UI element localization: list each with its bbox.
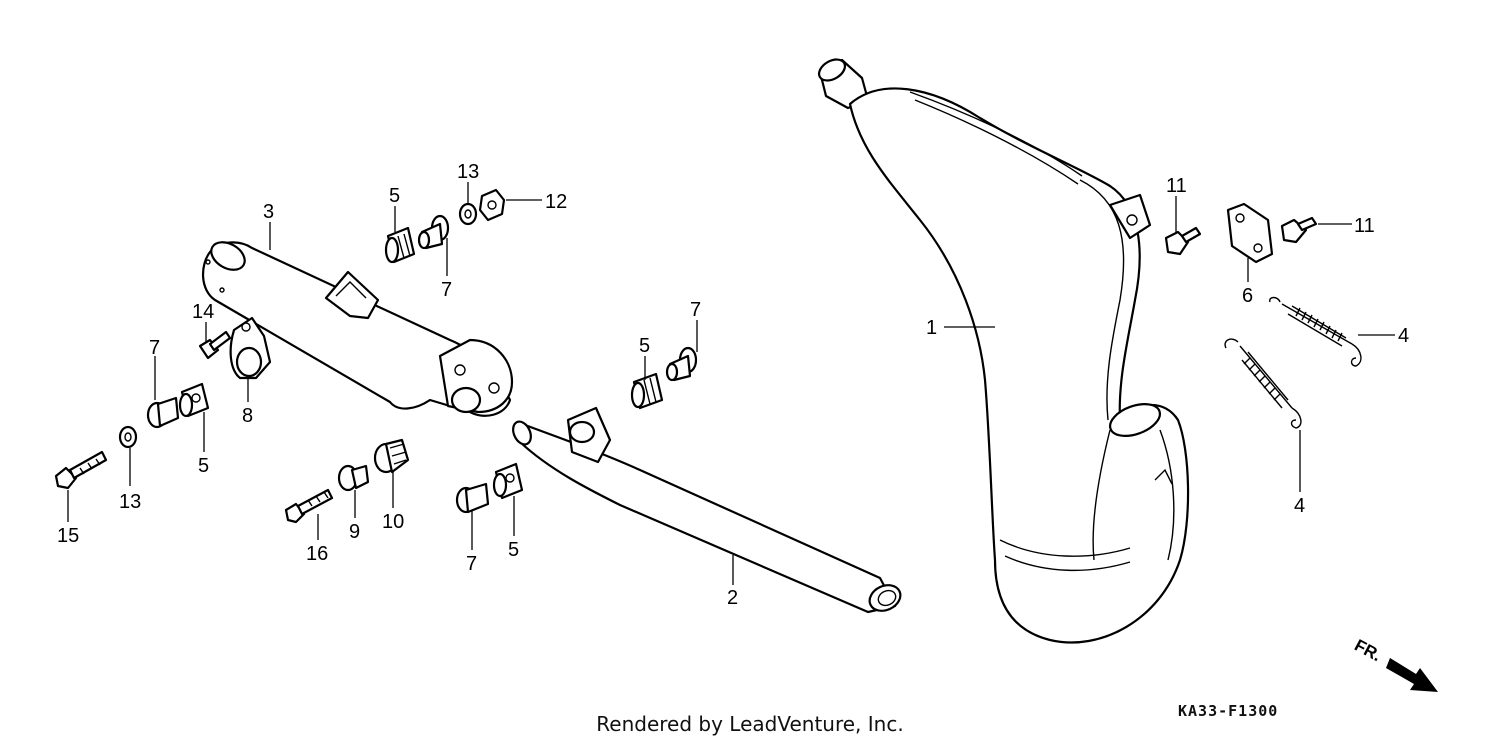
bracket-part[interactable] <box>229 316 272 380</box>
callout-5: 5 <box>389 185 400 207</box>
collar-part[interactable] <box>455 482 490 514</box>
grommet-part[interactable] <box>384 226 416 264</box>
callout-13: 13 <box>119 491 141 513</box>
callout-11: 11 <box>1166 175 1187 197</box>
callout-7: 7 <box>690 299 701 321</box>
callout-10: 10 <box>382 511 404 533</box>
callout-6: 6 <box>1242 285 1253 307</box>
front-direction-indicator: FR. <box>1351 632 1442 702</box>
leader-lines <box>67 182 1395 585</box>
callout-15: 15 <box>57 525 79 547</box>
callout-7: 7 <box>149 337 160 359</box>
callout-13: 13 <box>457 161 479 183</box>
expansion-chamber-part[interactable] <box>815 55 1190 644</box>
bolt-part[interactable] <box>54 450 108 490</box>
washer-part[interactable] <box>118 425 138 449</box>
callout-4: 4 <box>1294 495 1305 517</box>
callout-16: 16 <box>306 543 328 565</box>
collar-part[interactable] <box>417 214 450 250</box>
grommet-part[interactable] <box>630 372 664 410</box>
callout-3: 3 <box>263 201 274 223</box>
washer-part[interactable] <box>458 202 478 226</box>
callout-7: 7 <box>441 279 452 301</box>
grommet-part[interactable] <box>492 462 524 500</box>
grommet-part[interactable] <box>178 382 210 418</box>
bolt-part[interactable] <box>284 488 334 524</box>
diagram-code: KA33-F1300 <box>1178 702 1279 720</box>
callout-5: 5 <box>508 539 519 561</box>
callout-5: 5 <box>639 335 650 357</box>
grommet-part[interactable] <box>373 438 410 474</box>
mounting-plate-part[interactable] <box>1226 202 1274 264</box>
bolt-part[interactable] <box>198 330 232 360</box>
callout-11: 11 <box>1354 215 1375 237</box>
callout-7: 7 <box>466 553 477 575</box>
exhaust-pipe-part[interactable] <box>510 406 905 616</box>
front-arrow-icon <box>1386 658 1438 692</box>
direction-label: FR. <box>1352 636 1385 666</box>
spring-part[interactable] <box>1224 338 1302 429</box>
callout-4: 4 <box>1398 325 1409 347</box>
callout-2: 2 <box>727 587 738 609</box>
bolt-part[interactable] <box>1280 216 1318 244</box>
bolt-part[interactable] <box>1164 226 1202 256</box>
render-credit: Rendered by LeadVenture, Inc. <box>596 712 904 736</box>
spring-part[interactable] <box>1269 296 1362 367</box>
collar-part[interactable] <box>665 346 698 382</box>
callout-labels: 1 2 3 4 4 5 5 5 5 6 7 7 7 7 8 9 10 11 11… <box>57 161 1409 609</box>
callout-9: 9 <box>349 521 360 543</box>
collar-part[interactable] <box>146 396 180 429</box>
nut-part[interactable] <box>478 188 506 222</box>
callout-5: 5 <box>198 455 209 477</box>
silencer-part[interactable] <box>202 237 514 417</box>
washer-part[interactable] <box>337 464 370 492</box>
callout-8: 8 <box>242 405 253 427</box>
callout-14: 14 <box>192 301 214 323</box>
callout-1: 1 <box>926 317 937 339</box>
callout-12: 12 <box>545 191 567 213</box>
